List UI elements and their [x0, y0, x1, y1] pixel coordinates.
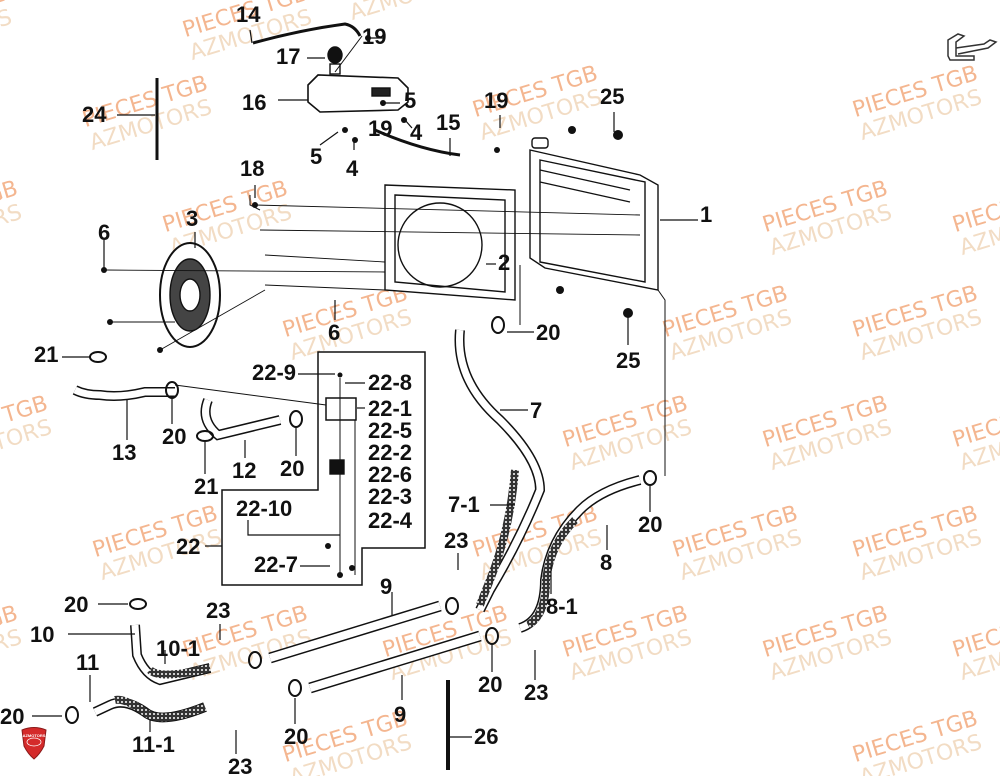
callout-label: 22-1	[368, 396, 413, 421]
callout-label: 13	[112, 440, 137, 465]
callout-label: 20	[162, 424, 187, 449]
callout-label: 23	[206, 598, 231, 623]
callout-label: 12	[232, 458, 257, 483]
fan-part	[159, 242, 221, 348]
callout-label: 5	[310, 144, 323, 169]
callout-label: 15	[436, 110, 461, 135]
callout-label: 23	[524, 680, 549, 705]
callout-label: 5	[404, 88, 417, 113]
callout-label: 22-10	[236, 496, 293, 521]
logo-text: AZMOTORS	[22, 733, 46, 738]
callout-label: 14	[236, 2, 261, 27]
callout-label: 1	[700, 202, 713, 227]
callout-label: 7	[530, 398, 543, 423]
callout-label: 20	[280, 456, 305, 481]
callout-label: 20	[638, 512, 663, 537]
callout-label: 22-3	[368, 484, 413, 509]
callout-label: 8	[600, 550, 613, 575]
callout-label: 21	[194, 474, 219, 499]
callout-label: 6	[98, 220, 111, 245]
callout-label: 11-1	[132, 732, 175, 757]
callout-label: 20	[284, 724, 309, 749]
callout-label: 16	[242, 90, 267, 115]
callout-label: 4	[410, 120, 423, 145]
callout-label: 3	[186, 206, 199, 231]
callout-label: 21	[34, 342, 59, 367]
callout-label: 22-6	[368, 462, 413, 487]
callout-label: 20	[536, 320, 561, 345]
callout-label: 6	[328, 320, 341, 345]
callout-label: 23	[228, 754, 253, 776]
callout-label: 9	[380, 574, 393, 599]
callout-label: 20	[0, 704, 25, 729]
callout-label: 10-1	[156, 636, 201, 661]
callout-label: 8-1	[546, 594, 578, 619]
callout-label: 17	[276, 44, 301, 69]
callout-label: 22-8	[368, 370, 413, 395]
callout-label: 19	[362, 24, 387, 49]
callout-label: 22-5	[368, 418, 413, 443]
callout-label: 11	[76, 650, 100, 675]
callout-label: 26	[474, 724, 499, 749]
callout-label: 20	[478, 672, 503, 697]
callout-label: 25	[600, 84, 625, 109]
callout-label: 22-4	[368, 508, 413, 533]
azmotors-logo: AZMOTORS	[20, 726, 48, 760]
callout-label: 2	[498, 250, 511, 275]
callout-label: 24	[82, 102, 107, 127]
engine-section-icon	[944, 26, 1000, 66]
callout-label: 19	[368, 116, 393, 141]
fan-shroud-part	[384, 184, 516, 301]
callout-label: 22-2	[368, 440, 413, 465]
callout-label: 9	[394, 702, 407, 727]
callout-label: 20	[64, 592, 89, 617]
callout-label: 10	[30, 622, 55, 647]
callout-label: 25	[616, 348, 641, 373]
callout-label: 7-1	[448, 492, 480, 517]
callout-label: 22-9	[252, 360, 297, 385]
callout-label: 23	[444, 528, 469, 553]
callout-label: 19	[484, 88, 509, 113]
callout-label: 18	[240, 156, 265, 181]
callout-label: 22	[176, 534, 201, 559]
callout-label: 22-7	[254, 552, 299, 577]
callout-label: 4	[346, 156, 359, 181]
